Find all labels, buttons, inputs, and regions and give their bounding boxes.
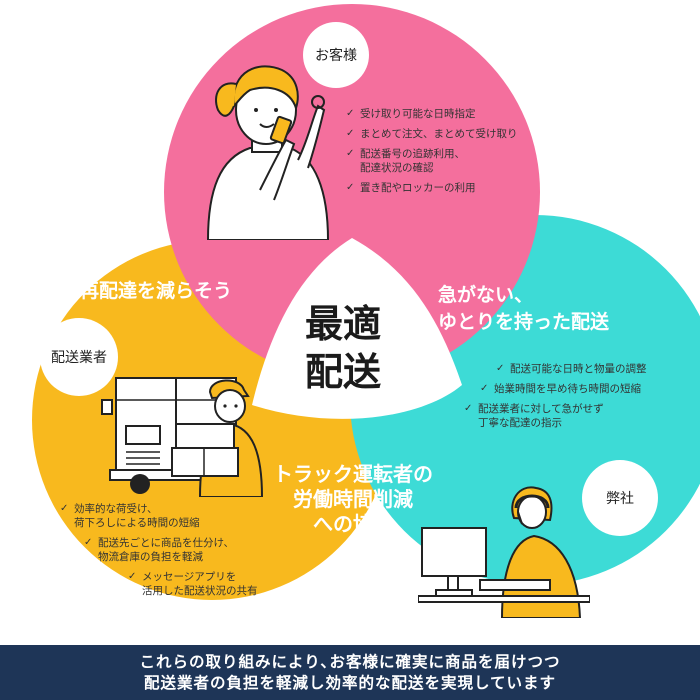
customer-label: お客様 (303, 22, 369, 88)
footer-line-2: 配送業者の負担を軽減し効率的な配送を実現しています (143, 673, 557, 692)
check-icon: ✓ (128, 571, 137, 582)
customer-benefit-list: ✓ 受け取り可能な日時指定 ✓ まとめて注文、まとめて受け取り ✓ 配送番号の追跡利用… (346, 107, 546, 201)
list-item-text: 効率的な荷受け、 荷下ろしによる時間の短縮 (74, 503, 200, 529)
list-item-text: 受け取り可能な日時指定 (360, 108, 476, 120)
list-item: ✓ 配送先ごとに商品を仕分け、 物流倉庫の負担を軽減 (84, 536, 304, 564)
company-label-text: 弊社 (606, 491, 634, 507)
delivery-headline: 再配達を減らそう (80, 280, 233, 302)
check-icon: ✓ (346, 182, 355, 193)
woman-phone-illustration (206, 59, 335, 240)
list-item: ✓ 配送業者に対して急がせず 丁寧な配達の指示 (464, 402, 674, 430)
company-label: 弊社 (582, 460, 658, 536)
list-item-text: 配送可能な日時と物量の調整 (510, 363, 647, 375)
list-item-text: まとめて注文、まとめて受け取り (360, 128, 518, 140)
check-icon: ✓ (60, 503, 69, 514)
footer-banner: これらの取り組みにより､お客様に確実に商品を届けつつ 配送業者の負担を軽減し効率… (0, 645, 700, 700)
check-icon: ✓ (84, 537, 93, 548)
center-title: 最適 配送 (304, 302, 381, 394)
check-icon: ✓ (464, 403, 473, 414)
list-item: ✓ 置き配やロッカーの利用 (346, 181, 546, 195)
check-icon: ✓ (346, 108, 355, 119)
truck-headline: トラック運転者の 労働時間削減 への協力 (273, 462, 433, 536)
delivery-label-text: 配送業者 (51, 350, 107, 366)
list-item-text: 置き配やロッカーの利用 (360, 182, 476, 194)
company-headline: 急がない、 ゆとりを持った配送 (438, 284, 610, 333)
company-action-list: ✓ 配送可能な日時と物量の調整 ✓ 始業時間を早め待ち時間の短縮 ✓ 配送業者に対して… (458, 362, 668, 436)
check-icon: ✓ (346, 128, 355, 139)
list-item-text: 配送番号の追跡利用、 配達状況の確認 (360, 148, 465, 174)
list-item-text: 配送先ごとに商品を仕分け、 物流倉庫の負担を軽減 (98, 537, 234, 563)
list-item: ✓ メッセージアプリを 活用した配送状況の共有 (128, 570, 348, 598)
delivery-action-list: ✓ 効率的な荷受け、 荷下ろしによる時間の短縮 ✓ 配送先ごとに商品を仕分け、 物流… (60, 502, 280, 604)
check-icon: ✓ (346, 148, 355, 159)
list-item: ✓ 受け取り可能な日時指定 (346, 107, 546, 121)
check-icon: ✓ (496, 363, 505, 374)
footer-line-1: これらの取り組みにより､お客様に確実に商品を届けつつ (139, 652, 561, 671)
list-item: ✓ 配送番号の追跡利用、 配達状況の確認 (346, 147, 546, 175)
courier-illustration (171, 379, 264, 497)
delivery-label: 配送業者 (40, 318, 118, 396)
list-item: ✓ まとめて注文、まとめて受け取り (346, 127, 546, 141)
list-item: ✓ 始業時間を早め待ち時間の短縮 (480, 382, 690, 396)
list-item: ✓ 配送可能な日時と物量の調整 (496, 362, 700, 376)
list-item-text: 配送業者に対して急がせず 丁寧な配達の指示 (478, 403, 604, 429)
operator-illustration (418, 486, 590, 618)
list-item-text: 始業時間を早め待ち時間の短縮 (494, 383, 641, 395)
center-triangle (252, 238, 462, 419)
list-item-text: メッセージアプリを 活用した配送状況の共有 (142, 571, 258, 597)
check-icon: ✓ (480, 383, 489, 394)
list-item: ✓ 効率的な荷受け、 荷下ろしによる時間の短縮 (60, 502, 280, 530)
customer-label-text: お客様 (315, 48, 357, 64)
